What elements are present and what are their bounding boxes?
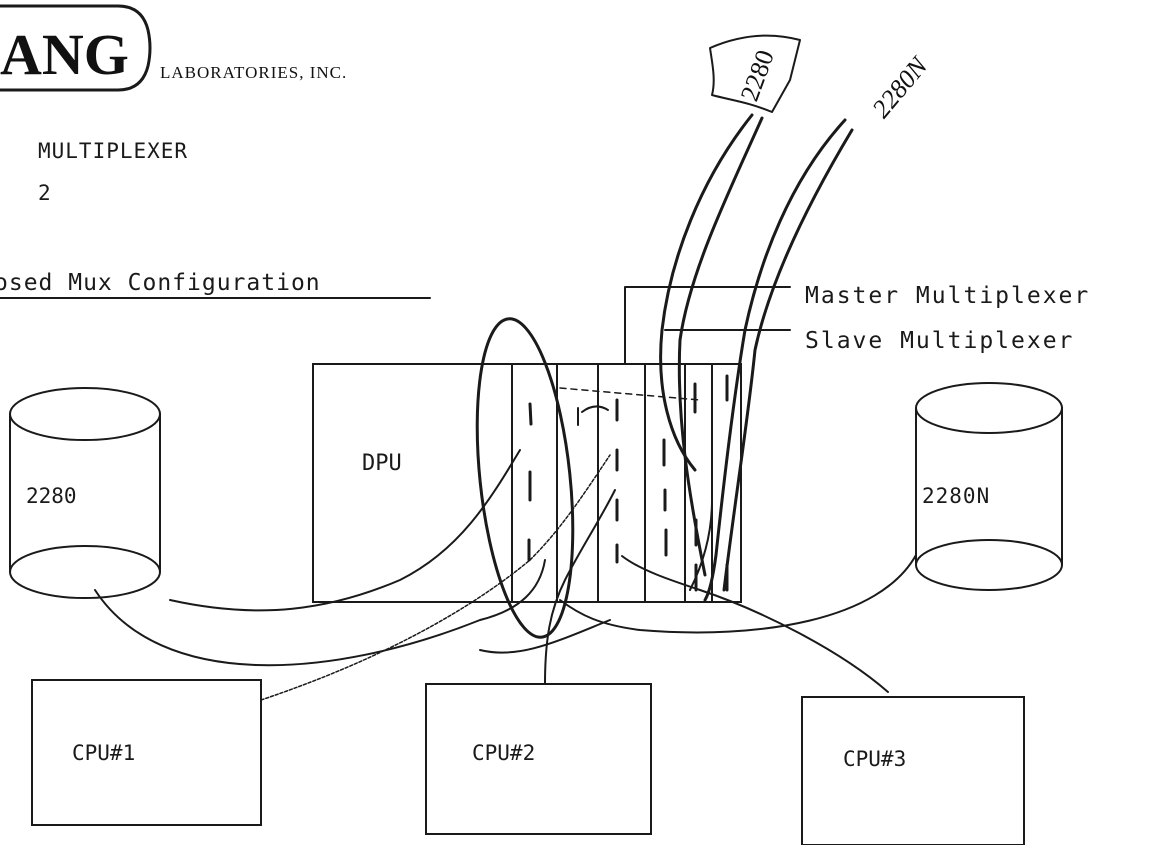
- disk-left-cable: [169, 449, 521, 612]
- cpu3-cable: [621, 555, 889, 693]
- cpu-box: [425, 683, 652, 835]
- master-multiplexer-label: Master Multiplexer: [805, 283, 1090, 309]
- handwritten-diagonal-text: 2280N: [866, 50, 934, 123]
- cpu2-cable: [544, 489, 616, 685]
- cpu-box: [801, 696, 1025, 845]
- letterhead: ANG LABORATORIES, INC. MULTIPLEXER 2: [0, 4, 347, 205]
- disk-right-cable: [559, 554, 917, 634]
- company-name: LABORATORIES, INC.: [160, 63, 347, 82]
- disk-left-label: 2280: [26, 484, 77, 508]
- cpu1-label: CPU#1: [72, 741, 135, 765]
- cpu3-label: CPU#3: [843, 747, 906, 771]
- logo-outline: [0, 4, 152, 92]
- cable-segment: [479, 619, 611, 654]
- handwritten-cable: [659, 113, 754, 472]
- dpu-label: DPU: [362, 451, 402, 476]
- cpu-2: CPU#2: [425, 683, 652, 835]
- disk-body: [9, 413, 161, 599]
- disk-body: [915, 407, 1063, 591]
- page-number: 2: [38, 181, 51, 205]
- disk-base-curve: [915, 539, 1063, 566]
- dpu-box: [312, 363, 742, 603]
- disk-drive-left: 2280: [9, 387, 161, 599]
- printed-cables: [94, 449, 917, 701]
- handwritten-cable: [689, 499, 713, 591]
- handwritten-tag-text: 2280: [735, 46, 780, 105]
- circled-slot-annotation: [475, 317, 575, 639]
- cpu-3: CPU#3: [801, 696, 1025, 845]
- handwritten-tag: [709, 34, 801, 113]
- disk-drive-right: 2280N: [915, 382, 1063, 591]
- diagram-title: osed Mux Configuration: [0, 270, 321, 296]
- slave-multiplexer-label: Slave Multiplexer: [805, 328, 1074, 354]
- master-multiplexer-leader: [624, 286, 791, 365]
- disk-left-cable: [94, 559, 546, 667]
- dpu-enclosure: DPU: [312, 363, 742, 603]
- disk-top: [9, 387, 161, 441]
- handwritten-cable: [703, 118, 847, 602]
- cpu-box: [31, 679, 262, 826]
- disk-top: [915, 382, 1063, 434]
- cpu1-cable: [260, 454, 611, 701]
- handwritten-cable: [677, 116, 764, 577]
- handwritten-cable: [722, 128, 854, 592]
- disk-base-curve: [9, 545, 161, 573]
- cpu-1: CPU#1: [31, 679, 262, 826]
- cpu2-label: CPU#2: [472, 741, 535, 765]
- disk-right-label: 2280N: [922, 484, 990, 508]
- multiplexer-callouts: Master Multiplexer Slave Multiplexer: [624, 283, 1090, 365]
- logo-text: ANG: [0, 22, 129, 87]
- document-subject: MULTIPLEXER: [38, 139, 188, 163]
